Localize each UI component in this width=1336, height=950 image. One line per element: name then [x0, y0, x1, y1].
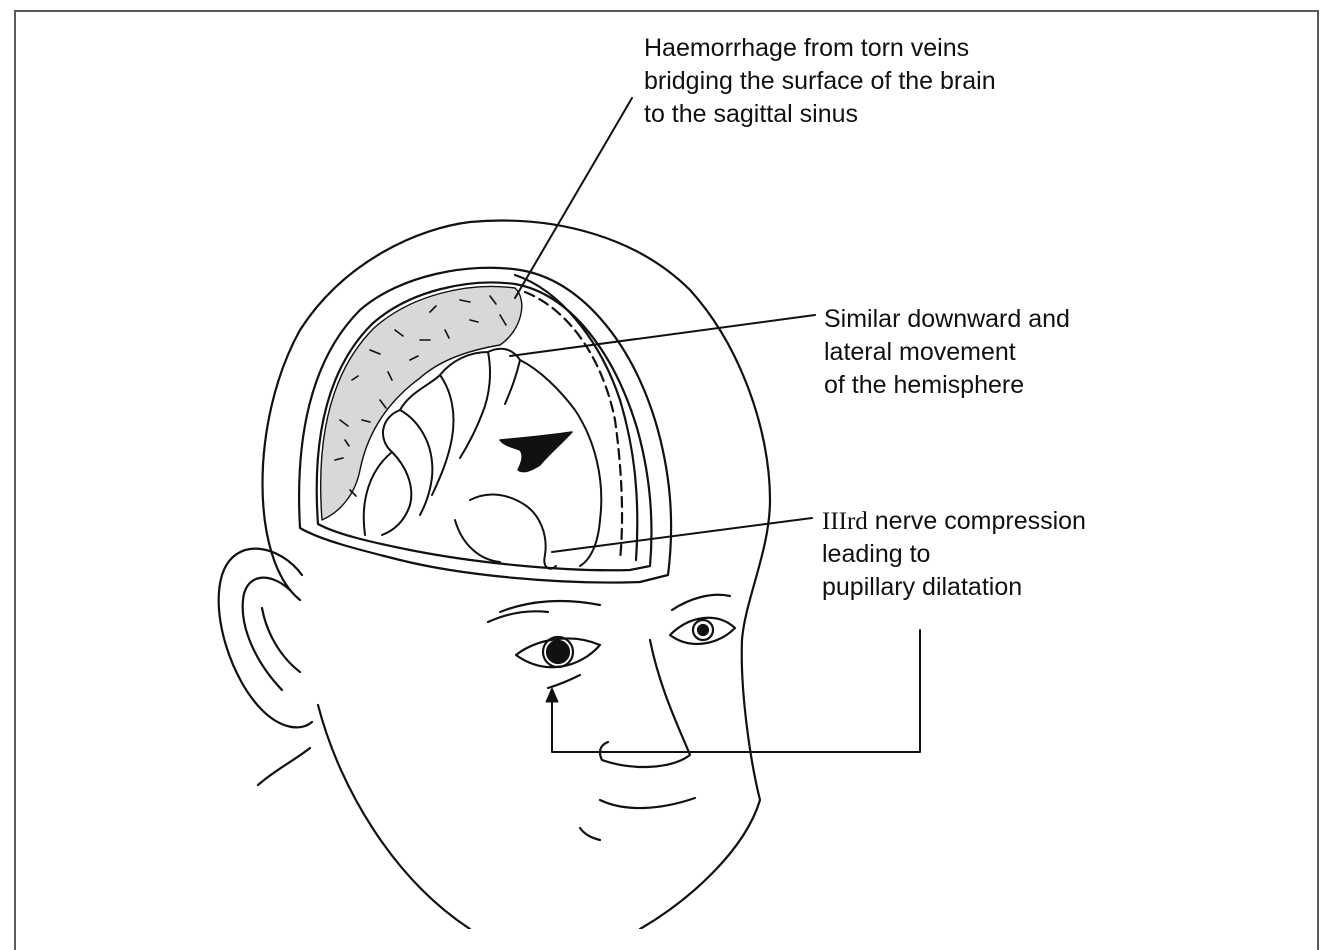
label-haemorrhage: Haemorrhage from torn veins bridging the… — [644, 32, 996, 131]
nose — [600, 640, 690, 767]
head-illustration — [0, 0, 1336, 929]
neck-line — [258, 748, 310, 785]
left-lower-lid — [548, 675, 580, 688]
label-hemisphere-line-1: Similar downward and — [824, 303, 1070, 336]
label-haemorrhage-line-2: bridging the surface of the brain — [644, 65, 996, 98]
jaw-line — [318, 705, 470, 929]
bracket-arrow-line — [552, 630, 920, 752]
leader-haemorrhage — [515, 98, 632, 298]
ventricle — [500, 432, 572, 472]
leader-nerve — [552, 518, 812, 552]
label-nerve-roman: IIIrd — [822, 508, 868, 535]
leader-hemisphere — [510, 315, 815, 356]
label-haemorrhage-line-3: to the sagittal sinus — [644, 98, 996, 131]
chin-line — [580, 828, 600, 840]
left-eyebrow-2 — [488, 611, 548, 622]
mouth — [600, 798, 695, 808]
label-nerve-compression: IIIrd nerve compression leading to pupil… — [822, 505, 1086, 604]
left-eyebrow — [500, 601, 600, 612]
label-hemisphere-line-2: lateral movement — [824, 336, 1070, 369]
label-hemisphere: Similar downward and lateral movement of… — [824, 303, 1070, 402]
left-pupil-dilated — [547, 641, 569, 663]
ear-inner — [243, 578, 300, 690]
label-hemisphere-line-3: of the hemisphere — [824, 369, 1070, 402]
label-nerve-line-2: leading to — [822, 538, 1086, 571]
right-eyebrow — [672, 595, 730, 610]
label-haemorrhage-line-1: Haemorrhage from torn veins — [644, 32, 996, 65]
label-nerve-line-1: IIIrd nerve compression — [822, 505, 1086, 538]
label-nerve-line-3: pupillary dilatation — [822, 571, 1086, 604]
ear — [219, 549, 312, 728]
bracket-arrowhead — [546, 688, 558, 702]
label-nerve-line-1-rest: nerve compression — [868, 507, 1086, 535]
right-pupil — [698, 625, 708, 635]
